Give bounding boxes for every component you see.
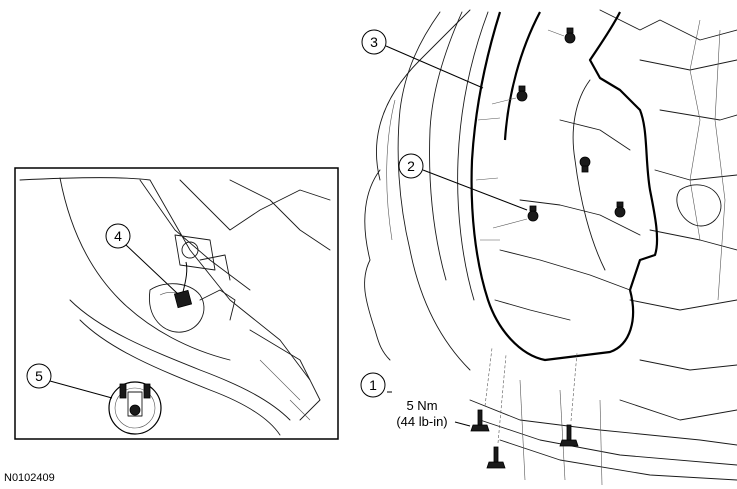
vehicle-body-artwork	[364, 9, 737, 486]
splash-shield	[470, 11, 659, 362]
callout-4: 4	[105, 223, 179, 295]
inset-view	[14, 167, 339, 440]
torque-spec: 5 Nm (44 lb-in)	[396, 398, 471, 429]
callout-2-label: 2	[407, 158, 415, 174]
push-pin-icon	[492, 205, 539, 229]
headlamp-housing-artwork	[19, 177, 331, 436]
callout-5-label: 5	[35, 368, 43, 384]
callout-3: 3	[361, 29, 484, 89]
callout-3-label: 3	[370, 34, 378, 50]
torque-nm: 5 Nm	[406, 398, 437, 413]
push-pin-icon	[579, 156, 591, 173]
push-pin-icon	[547, 27, 576, 44]
callout-1-label: 1	[369, 377, 377, 393]
bolt-icon	[559, 352, 579, 447]
bolt-icon	[486, 354, 507, 469]
bulb-socket-icon	[108, 381, 162, 435]
callout-5: 5	[26, 363, 113, 399]
callout-2: 2	[398, 153, 528, 211]
lower-bolts	[470, 347, 579, 469]
push-pin-icon	[491, 85, 528, 105]
push-pin-icon	[614, 201, 626, 218]
callout-4-label: 4	[114, 228, 122, 244]
connector-artwork	[173, 261, 193, 309]
callout-1: 1	[360, 372, 392, 398]
shield-fasteners	[491, 27, 626, 229]
bolt-icon	[470, 347, 493, 432]
figure-id: N0102409	[4, 472, 55, 484]
torque-lb-in: (44 lb-in)	[396, 414, 447, 429]
